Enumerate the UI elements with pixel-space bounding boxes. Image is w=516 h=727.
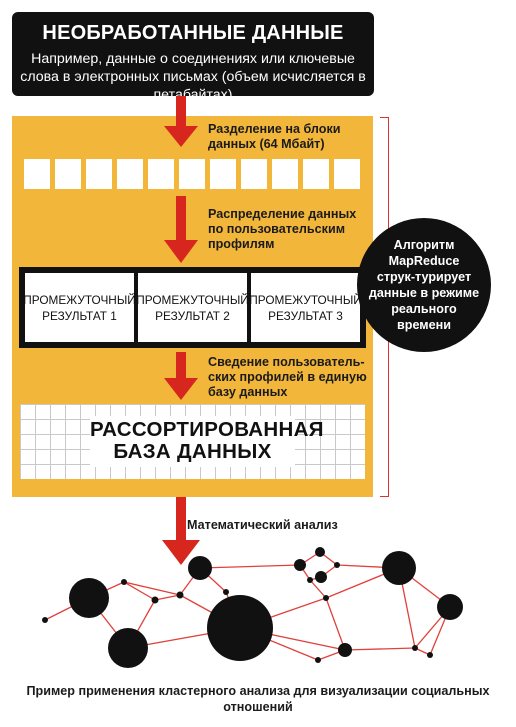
- cluster-analysis-caption: Пример применения кластерного анализа дл…: [26, 684, 490, 714]
- flow-arrows: [162, 96, 200, 565]
- network-node: [121, 579, 127, 585]
- data-blocks: [24, 159, 362, 189]
- network-node: [427, 652, 433, 658]
- mapreduce-note: Алгоритм MapReduce струк-турирует данные…: [357, 218, 491, 352]
- mapreduce-note-text: Алгоритм MapReduce струк-турирует данные…: [368, 238, 480, 332]
- data-block: [55, 159, 81, 189]
- data-block: [117, 159, 143, 189]
- raw-data-title: НЕОБРАБОТАННЫЕ ДАННЫЕ: [42, 22, 344, 44]
- network-node: [315, 571, 327, 583]
- data-block: [210, 159, 236, 189]
- network-node: [176, 591, 184, 599]
- network-node: [307, 577, 313, 583]
- data-block: [303, 159, 329, 189]
- analysis-step-label: Математический анализ: [187, 518, 338, 532]
- arrow-down-icon: [164, 352, 198, 400]
- intermediate-result-2: ПРОМЕЖУТОЧНЫЙ РЕЗУЛЬТАТ 2: [136, 273, 249, 342]
- raw-data-subtitle: Например, данные о соединениях или ключе…: [20, 51, 366, 103]
- distribute-step-label: Распределение данных по пользовательским…: [208, 207, 357, 251]
- network-node: [42, 617, 48, 623]
- network-node: [382, 551, 416, 585]
- network-node: [151, 596, 159, 604]
- data-block: [241, 159, 267, 189]
- network-nodes: [42, 547, 463, 668]
- network-node: [69, 578, 109, 618]
- split-step-label: Разделение на блоки данных (64 Мбайт): [208, 122, 341, 151]
- data-block: [272, 159, 298, 189]
- network-node: [338, 643, 352, 657]
- intermediate-result-3: ПРОМЕЖУТОЧНЫЙ РЕЗУЛЬТАТ 3: [249, 273, 362, 342]
- arrow-down-icon: [164, 96, 198, 147]
- sorted-database-label: РАССОРТИРОВАННАЯ БАЗА ДАННЫХ: [90, 416, 323, 467]
- data-block: [179, 159, 205, 189]
- arrow-down-icon: [162, 497, 200, 565]
- arrow-down-icon: [164, 196, 198, 263]
- network-node: [315, 657, 321, 663]
- network-node: [223, 589, 229, 595]
- network-node: [437, 594, 463, 620]
- raw-data-header: НЕОБРАБОТАННЫЕ ДАННЫЕ Например, данные о…: [12, 12, 374, 103]
- data-block: [86, 159, 112, 189]
- data-block: [148, 159, 174, 189]
- network-node: [334, 562, 340, 568]
- network-node: [294, 559, 306, 571]
- intermediate-result-1: ПРОМЕЖУТОЧНЫЙ РЕЗУЛЬТАТ 1: [23, 273, 136, 342]
- merge-step-label: Сведение пользователь-ских профилей в ед…: [208, 355, 367, 399]
- network-node: [188, 556, 212, 580]
- intermediate-results: ПРОМЕЖУТОЧНЫЙ РЕЗУЛЬТАТ 1 ПРОМЕЖУТОЧНЫЙ …: [19, 267, 366, 348]
- data-block: [334, 159, 360, 189]
- network-node: [315, 547, 325, 557]
- network-node: [108, 628, 148, 668]
- network-node: [323, 595, 329, 601]
- network-node: [412, 645, 418, 651]
- network-node: [207, 595, 273, 661]
- sorted-database-grid: РАССОРТИРОВАННАЯ БАЗА ДАННЫХ: [20, 404, 365, 479]
- mapreduce-panel: Разделение на блоки данных (64 Мбайт) Ра…: [12, 116, 373, 497]
- data-block: [24, 159, 50, 189]
